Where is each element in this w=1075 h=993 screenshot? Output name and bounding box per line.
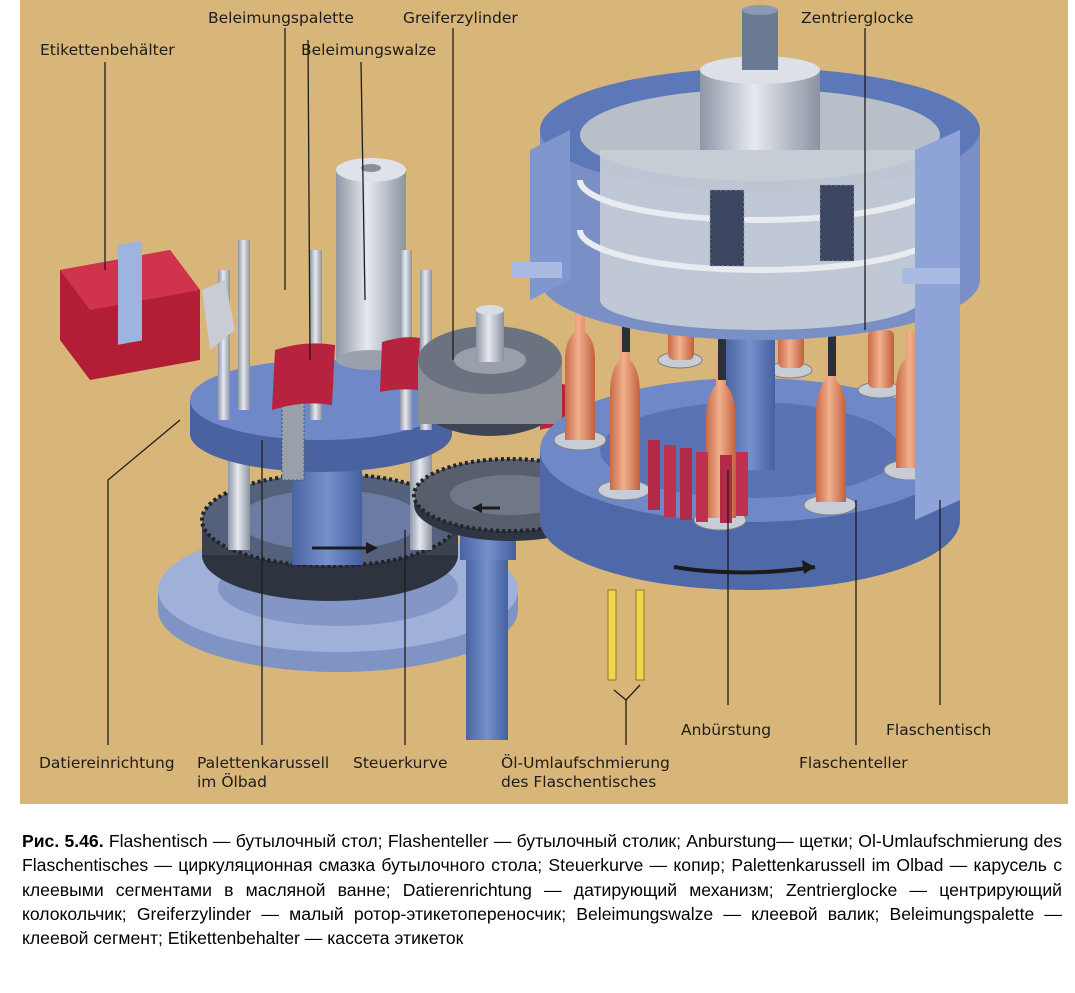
label-oel-line2: des Flaschentisches [501, 773, 657, 792]
centering-bells [709, 184, 855, 267]
gripper-cylinder [418, 305, 562, 436]
lubrication-pipes [607, 589, 645, 681]
label-steuerkurve: Steuerkurve [353, 754, 448, 772]
caption-text: Flashentisch — бутылочный стол; Flashent… [22, 831, 1063, 949]
label-etikettenbehalter: Etikettenbehälter [40, 41, 175, 59]
illustration-panel: Etikettenbehälter Beleimungspalette Bele… [20, 0, 1068, 804]
label-flaschentisch: Flaschentisch [886, 721, 992, 739]
rotation-arrows [312, 503, 816, 575]
caption-number: Рис. 5.46. [22, 831, 104, 851]
label-anburstung: Anbürstung [681, 721, 772, 739]
brushes [648, 440, 748, 523]
label-beleimungspalette: Beleimungspalette [208, 9, 354, 27]
label-palettenkarussell-line1: Palettenkarussell [197, 754, 330, 772]
label-zentrierglocke: Zentrierglocke [801, 9, 914, 27]
label-oel-line1: Öl-Umlaufschmierung [501, 754, 670, 772]
label-beleimungswalze: Beleimungswalze [301, 41, 437, 59]
glue-roller [336, 158, 406, 370]
labeling-machine-drawing [60, 5, 980, 745]
label-datiereinrichtung: Datiereinrichtung [39, 754, 175, 772]
upper-turret [540, 5, 980, 340]
label-oel-umlaufschmierung: Öl-Umlaufschmierung des Flaschentisches [501, 754, 670, 793]
label-palettenkarussell-line2: im Ölbad [197, 773, 268, 792]
label-greiferzylinder: Greiferzylinder [403, 9, 518, 27]
leader-lines [104, 28, 941, 745]
bottles [565, 312, 926, 518]
label-flaschenteller: Flaschenteller [799, 754, 908, 772]
label-magazine [60, 240, 235, 380]
side-guards [512, 130, 960, 520]
label-palettenkarussell: Palettenkarussell im Ölbad [197, 754, 329, 793]
figure-caption: Рис. 5.46. Flashentisch — бутылочный сто… [22, 829, 1062, 950]
